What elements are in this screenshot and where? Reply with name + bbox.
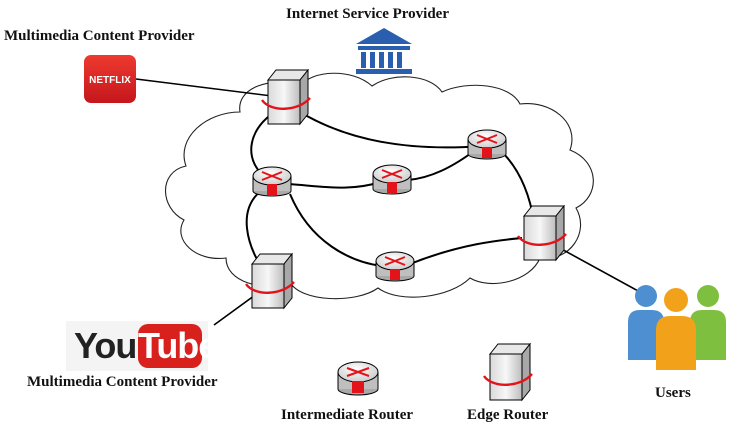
link-edge-users bbox=[555, 245, 641, 293]
link-netflix-edge bbox=[135, 78, 273, 97]
router-icon bbox=[252, 166, 292, 197]
legend-edge-router-label: Edge Router bbox=[467, 407, 549, 423]
youtube-logo: You Tube bbox=[66, 321, 218, 371]
users-label: Users bbox=[655, 385, 691, 401]
router-icon bbox=[375, 251, 415, 282]
content-provider-label-top: Multimedia Content Provider bbox=[4, 28, 195, 44]
isp-label: Internet Service Provider bbox=[286, 6, 450, 22]
legend-router-icon bbox=[337, 361, 379, 396]
users-icon bbox=[628, 285, 726, 370]
legend-edge-server-icon bbox=[483, 342, 533, 402]
router-icon bbox=[467, 129, 507, 160]
edge-server-icon bbox=[517, 204, 567, 262]
router-icon bbox=[372, 164, 412, 195]
edge-server-icon bbox=[245, 252, 295, 310]
bank-icon bbox=[356, 28, 412, 74]
netflix-logo: NETFLIX bbox=[84, 55, 136, 103]
content-provider-label-bottom: Multimedia Content Provider bbox=[27, 374, 218, 390]
youtube-logo-you: You bbox=[74, 325, 137, 366]
youtube-logo-tube: Tube bbox=[138, 324, 218, 368]
svg-text:NETFLIX: NETFLIX bbox=[89, 75, 131, 86]
edge-server-icon bbox=[261, 68, 311, 126]
legend-intermediate-router-label: Intermediate Router bbox=[281, 407, 414, 423]
